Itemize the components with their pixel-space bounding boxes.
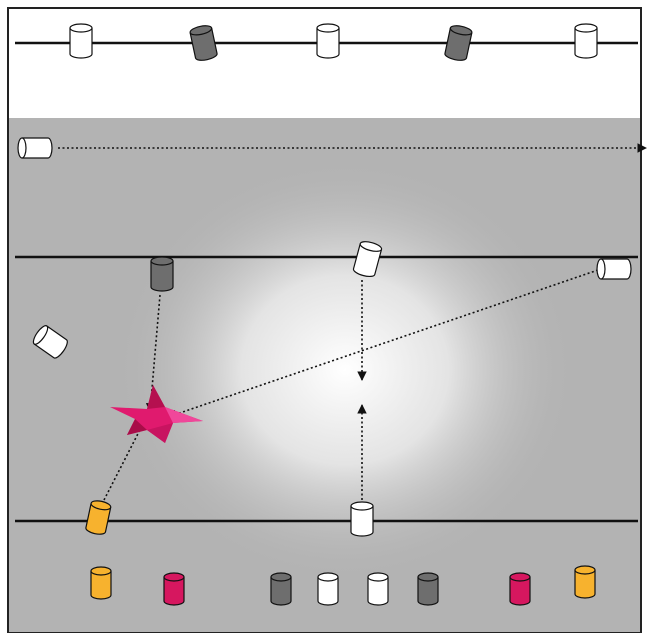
cylinder-spotlight-icon bbox=[189, 25, 218, 61]
cylinder-spotlight-icon bbox=[316, 23, 340, 59]
cylinder-spotlight-icon bbox=[596, 258, 632, 280]
cylinder-spotlight-icon bbox=[509, 572, 531, 606]
cylinder-spotlight-icon bbox=[350, 501, 374, 537]
cylinder-spotlight-icon bbox=[17, 137, 53, 159]
cylinder-spotlight-icon bbox=[69, 23, 93, 59]
stage-glow bbox=[115, 160, 575, 580]
diagram-frame bbox=[7, 7, 642, 633]
beam-paths bbox=[58, 143, 647, 501]
folded-paper-star-icon bbox=[110, 385, 203, 443]
beam-path-amber-to-subject bbox=[103, 419, 146, 501]
cylinder-spotlight-icon bbox=[367, 572, 389, 606]
cylinder-spotlight-icon bbox=[150, 256, 174, 292]
beam-path-gray-to-subject bbox=[145, 294, 161, 413]
cylinder-spotlight-icon bbox=[163, 572, 185, 606]
beam-path-right-to-subject bbox=[167, 269, 599, 419]
cylinder-spotlight-icon bbox=[85, 500, 112, 535]
cylinder-spotlight-icon bbox=[574, 23, 598, 59]
cylinder-spotlight-icon bbox=[90, 566, 112, 600]
cylinder-spotlight-icon bbox=[270, 572, 292, 606]
cylinder-spotlight-icon bbox=[444, 25, 473, 61]
cylinder-spotlight-icon bbox=[32, 325, 68, 359]
cylinder-spotlight-icon bbox=[417, 572, 439, 606]
cylinder-spotlight-icon bbox=[317, 572, 339, 606]
cylinder-spotlight-icon bbox=[574, 565, 596, 599]
cylinder-spotlight-icon bbox=[352, 241, 383, 278]
